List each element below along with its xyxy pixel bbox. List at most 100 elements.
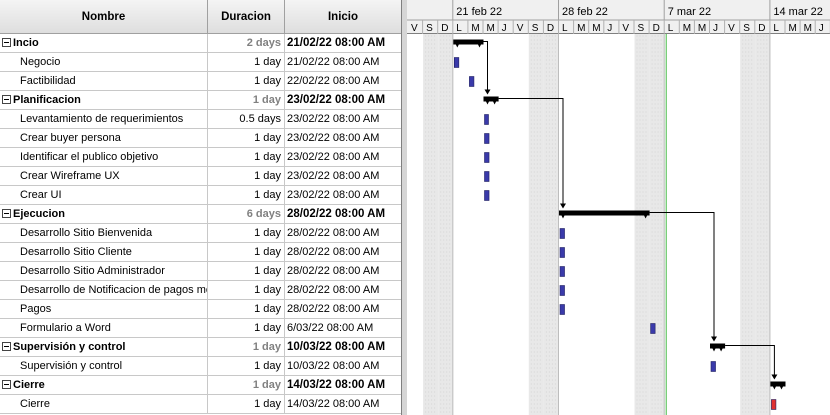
task-name-cell[interactable]: Ejecucion	[0, 205, 208, 223]
task-bar[interactable]	[559, 266, 565, 277]
task-duration-cell[interactable]: 2 days	[208, 34, 285, 52]
task-start-cell[interactable]: 28/02/22 08:00 AM	[285, 243, 401, 261]
task-name-cell[interactable]: Cierre	[0, 376, 208, 394]
task-bar[interactable]	[710, 361, 716, 372]
task-bar[interactable]	[484, 190, 490, 201]
pane-splitter[interactable]	[402, 0, 407, 415]
task-name-cell[interactable]: Identificar el publico objetivo	[0, 148, 208, 166]
task-duration-cell[interactable]: 1 day	[208, 357, 285, 375]
task-duration-cell[interactable]: 1 day	[208, 129, 285, 147]
task-name-cell[interactable]: Negocio	[0, 53, 208, 71]
task-name-cell[interactable]: Desarrollo Sitio Administrador	[0, 262, 208, 280]
task-bar[interactable]	[469, 76, 475, 87]
task-name-cell[interactable]: Supervisión y control	[0, 338, 208, 356]
task-duration-cell[interactable]: 1 day	[208, 395, 285, 413]
task-start-cell[interactable]: 14/03/22 08:00 AM	[285, 395, 401, 413]
task-duration-cell[interactable]: 1 day	[208, 91, 285, 109]
task-duration-cell[interactable]: 6 days	[208, 205, 285, 223]
task-bar[interactable]	[484, 171, 490, 182]
task-start-cell[interactable]: 23/02/22 08:00 AM	[285, 167, 401, 185]
collapse-toggle-icon[interactable]	[2, 209, 11, 218]
task-name-cell[interactable]: Crear UI	[0, 186, 208, 204]
task-bar[interactable]	[650, 323, 656, 334]
summary-bar[interactable]	[559, 210, 650, 216]
task-start-cell[interactable]: 23/02/22 08:00 AM	[285, 110, 401, 128]
task-name-cell[interactable]: Desarrollo de Notificacion de pagos medi…	[0, 281, 208, 299]
critical-task-bar[interactable]	[771, 399, 777, 410]
task-name-cell[interactable]: Factibilidad	[0, 72, 208, 90]
collapse-toggle-icon[interactable]	[2, 95, 11, 104]
task-bar[interactable]	[559, 285, 565, 296]
task-duration-cell[interactable]: 1 day	[208, 262, 285, 280]
task-name-cell[interactable]: Desarrollo Sitio Bienvenida	[0, 224, 208, 242]
summary-bar[interactable]	[453, 39, 484, 45]
task-duration-cell[interactable]: 1 day	[208, 224, 285, 242]
task-duration-cell[interactable]: 0.5 days	[208, 110, 285, 128]
task-duration-cell[interactable]: 1 day	[208, 148, 285, 166]
task-duration-cell[interactable]: 1 day	[208, 243, 285, 261]
task-start-cell[interactable]: 22/02/22 08:00 AM	[285, 72, 401, 90]
task-name-cell[interactable]: Planificacion	[0, 91, 208, 109]
collapse-toggle-icon[interactable]	[2, 380, 11, 389]
task-name-cell[interactable]: Crear Wireframe UX	[0, 167, 208, 185]
task-bar[interactable]	[484, 133, 490, 144]
task-bar[interactable]	[559, 304, 565, 315]
task-start-cell[interactable]: 28/02/22 08:00 AM	[285, 300, 401, 318]
task-row[interactable]: Desarrollo de Notificacion de pagos medi…	[0, 281, 401, 300]
task-name-cell[interactable]: Levantamiento de requerimientos	[0, 110, 208, 128]
task-start-cell[interactable]: 28/02/22 08:00 AM	[285, 205, 401, 223]
task-start-cell[interactable]: 10/03/22 08:00 AM	[285, 357, 401, 375]
task-start-cell[interactable]: 14/03/22 08:00 AM	[285, 376, 401, 394]
task-duration-cell[interactable]: 1 day	[208, 300, 285, 318]
collapse-toggle-icon[interactable]	[2, 38, 11, 47]
task-bar[interactable]	[559, 228, 565, 239]
task-name-cell[interactable]: Cierre	[0, 395, 208, 413]
task-name-cell[interactable]: Formulario a Word	[0, 319, 208, 337]
task-start-cell[interactable]: 28/02/22 08:00 AM	[285, 281, 401, 299]
task-bar[interactable]	[453, 57, 460, 68]
task-name-cell[interactable]: Supervisión y control	[0, 357, 208, 375]
task-duration-cell[interactable]: 1 day	[208, 338, 285, 356]
task-start-cell[interactable]: 23/02/22 08:00 AM	[285, 148, 401, 166]
task-duration-cell[interactable]: 1 day	[208, 53, 285, 71]
task-duration-cell[interactable]: 1 day	[208, 186, 285, 204]
task-name-cell[interactable]: Incio	[0, 34, 208, 52]
task-start-cell[interactable]: 23/02/22 08:00 AM	[285, 186, 401, 204]
task-duration-cell[interactable]: 1 day	[208, 281, 285, 299]
task-start-cell[interactable]: 21/02/22 08:00 AM	[285, 53, 401, 71]
task-start-cell[interactable]: 28/02/22 08:00 AM	[285, 262, 401, 280]
task-start-cell[interactable]: 28/02/22 08:00 AM	[285, 224, 401, 242]
task-name-cell[interactable]: Desarrollo Sitio Cliente	[0, 243, 208, 261]
summary-bar[interactable]	[483, 96, 499, 102]
column-header-start[interactable]: Inicio	[285, 0, 401, 34]
summary-bar[interactable]	[710, 343, 726, 349]
task-start-cell[interactable]: 23/02/22 08:00 AM	[285, 91, 401, 109]
task-bar[interactable]	[484, 114, 489, 125]
task-duration-cell[interactable]: 1 day	[208, 376, 285, 394]
task-start-cell[interactable]: 6/03/22 08:00 AM	[285, 319, 401, 337]
task-duration-cell[interactable]: 1 day	[208, 167, 285, 185]
task-bar[interactable]	[559, 247, 565, 258]
column-header-duration[interactable]: Duracion	[208, 0, 285, 34]
summary-bar[interactable]	[770, 381, 786, 387]
task-name-cell[interactable]: Crear buyer persona	[0, 129, 208, 147]
task-start-cell[interactable]: 21/02/22 08:00 AM	[285, 34, 401, 52]
task-name-cell[interactable]: Pagos	[0, 300, 208, 318]
task-start-cell[interactable]: 23/02/22 08:00 AM	[285, 129, 401, 147]
